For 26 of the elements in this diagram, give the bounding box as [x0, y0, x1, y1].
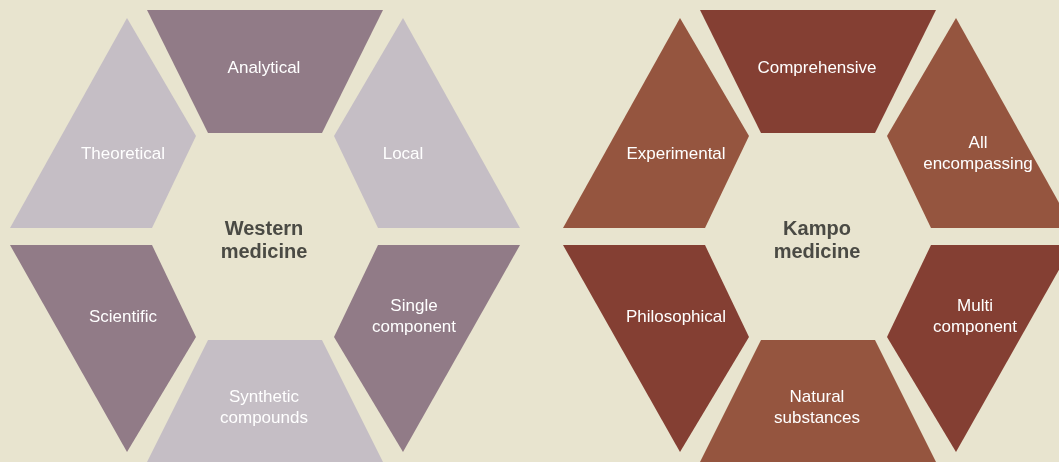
panel-shape: [700, 340, 936, 462]
panel-shape: [563, 245, 749, 452]
panel-shape: [334, 18, 520, 228]
panel-shape: [563, 18, 749, 228]
center-title: Kampo medicine: [772, 217, 862, 263]
panel-shape: [334, 245, 520, 452]
panel-label: Local: [381, 142, 425, 164]
panel-shape: [10, 245, 196, 452]
panel-shape: [147, 340, 383, 462]
panel-shape: [147, 10, 383, 133]
panel-label: Single component: [370, 295, 458, 337]
panel-label: Comprehensive: [756, 56, 878, 78]
panel-shape: [10, 18, 196, 228]
panel-label: Natural substances: [773, 386, 861, 428]
panel-shape: [700, 10, 936, 133]
panel-label: Scientific: [88, 305, 158, 327]
panel-label: Multi component: [931, 295, 1019, 337]
panel-label: Philosophical: [624, 305, 728, 327]
panel-label: Theoretical: [79, 142, 167, 164]
panel-label: All encompassing: [922, 132, 1034, 174]
center-title: Western medicine: [219, 217, 309, 263]
panel-label: Experimental: [625, 142, 727, 164]
panel-label: Synthetic compounds: [219, 386, 309, 428]
panel-shape: [887, 245, 1059, 452]
panel-label: Analytical: [226, 56, 302, 78]
panel-shape: [887, 18, 1059, 228]
